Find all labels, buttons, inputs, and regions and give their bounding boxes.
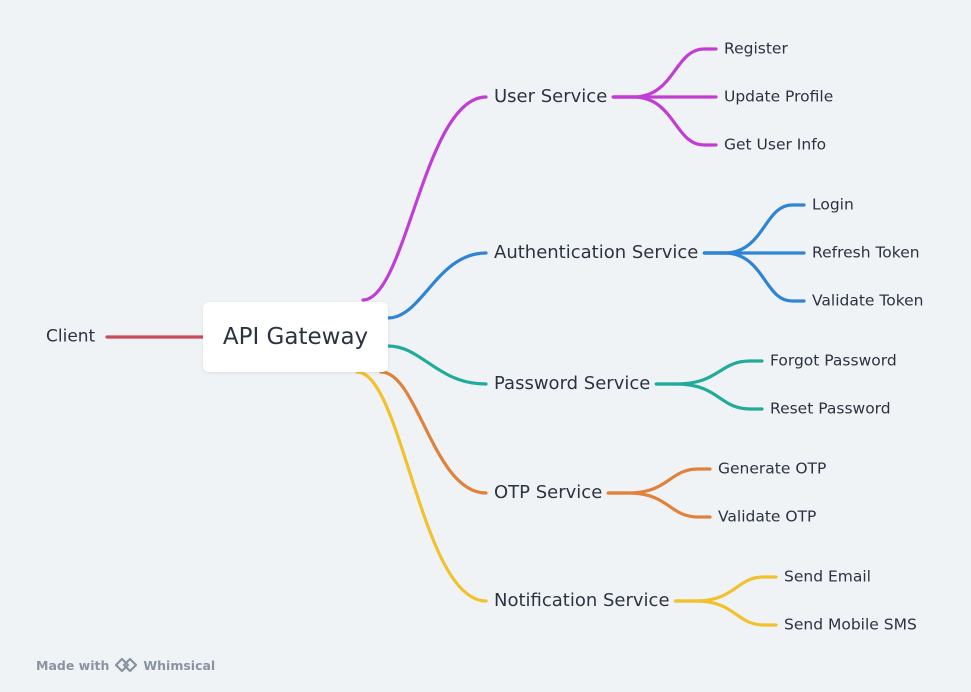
watermark-brand: Whimsical <box>143 657 216 673</box>
node-authentication-service[interactable]: Authentication Service <box>494 242 699 263</box>
node-send-mobile-sms[interactable]: Send Mobile SMS <box>784 615 917 634</box>
edge-gateway-to-otp-service <box>379 370 488 495</box>
node-validate-token[interactable]: Validate Token <box>812 291 924 310</box>
edge-authentication-service-to-login <box>702 203 806 255</box>
node-api-gateway-label: API Gateway <box>222 324 369 350</box>
edge-notification-service-to-send-email <box>673 575 778 603</box>
node-send-email[interactable]: Send Email <box>784 567 871 586</box>
edge-gateway-to-authentication-service <box>386 251 488 320</box>
edge-gateway-to-password-service <box>386 344 488 386</box>
node-login[interactable]: Login <box>812 195 854 214</box>
edge-otp-service-to-validate-otp <box>606 491 712 519</box>
node-validate-otp[interactable]: Validate OTP <box>718 507 817 526</box>
edge-gateway-to-user-service <box>361 95 488 302</box>
watermark-prefix: Made with <box>36 657 110 673</box>
edge-notification-service-to-send-mobile-sms <box>673 599 778 627</box>
node-client[interactable]: Client <box>46 326 96 347</box>
edge-authentication-service-to-validate-token <box>702 251 806 303</box>
whimsical-logo-icon <box>115 657 138 673</box>
edge-otp-service-to-generate-otp <box>606 467 712 495</box>
node-refresh-token[interactable]: Refresh Token <box>812 243 920 262</box>
edge-user-service-to-register <box>611 47 718 99</box>
node-forgot-password[interactable]: Forgot Password <box>770 351 897 370</box>
edge-gateway-to-notification-service <box>355 370 488 603</box>
node-register[interactable]: Register <box>724 39 788 58</box>
node-get-user-info[interactable]: Get User Info <box>724 135 827 154</box>
edge-password-service-to-forgot-password <box>654 359 764 386</box>
made-with-watermark[interactable]: Made with Whimsical <box>36 656 215 674</box>
node-update-profile[interactable]: Update Profile <box>724 87 834 106</box>
node-notification-service[interactable]: Notification Service <box>494 590 670 611</box>
edge-user-service-to-get-user-info <box>611 95 718 147</box>
node-generate-otp[interactable]: Generate OTP <box>718 459 827 478</box>
node-user-service[interactable]: User Service <box>494 86 608 107</box>
edge-password-service-to-reset-password <box>654 382 764 411</box>
node-reset-password[interactable]: Reset Password <box>770 399 891 418</box>
node-otp-service[interactable]: OTP Service <box>494 482 603 503</box>
node-password-service[interactable]: Password Service <box>494 373 651 394</box>
node-api-gateway[interactable]: API Gateway <box>203 302 388 372</box>
